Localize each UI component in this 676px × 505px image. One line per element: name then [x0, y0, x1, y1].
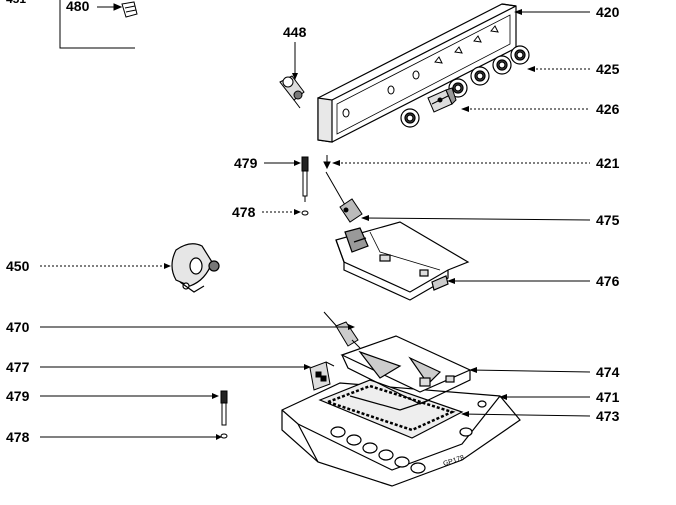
part-475-injector: [325, 171, 363, 223]
part-426-switch: [427, 87, 457, 113]
label-420: 420: [596, 4, 620, 20]
label-450: 450: [6, 258, 30, 274]
part-450-motor: [171, 243, 220, 293]
label-426: 426: [596, 101, 620, 117]
label-421: 421: [596, 155, 620, 171]
part-474-cover-plate: [340, 335, 472, 405]
part-477-bracket: [309, 361, 335, 391]
label-479-lower: 479: [6, 388, 30, 404]
label-480: 480: [66, 0, 90, 14]
label-448: 448: [283, 24, 307, 40]
part-476-burner-tray: [335, 221, 470, 301]
label-425: 425: [596, 61, 620, 77]
label-475: 475: [596, 212, 620, 228]
label-478-lower: 478: [6, 429, 30, 445]
label-473: 473: [596, 408, 620, 424]
part-425-knobs: [400, 45, 530, 128]
part-labels: 448 420 425 426 479 421 478 475 450 476 …: [6, 4, 620, 445]
label-470: 470: [6, 319, 30, 335]
label-451: 451: [6, 0, 26, 6]
leader-arrowheads: [164, 9, 535, 440]
part-448-sensor: [279, 75, 305, 109]
part-473-burner-frame: [318, 379, 464, 439]
part-480-small-cap: [121, 1, 138, 18]
part-470-electrode: [323, 311, 361, 349]
label-474: 474: [596, 364, 620, 380]
part-479-electrode-upper: [301, 156, 309, 202]
label-477: 477: [6, 359, 30, 375]
label-471: 471: [596, 389, 620, 405]
panel-knob-holes: [342, 25, 499, 118]
part-478-washer-lower: [220, 433, 228, 439]
part-479-electrode-lower: [220, 390, 228, 426]
leader-480: [97, 3, 123, 11]
label-476: 476: [596, 273, 620, 289]
leader-lines: [40, 11, 591, 438]
part-478-washer-upper: [301, 210, 309, 216]
label-478-upper: 478: [232, 204, 256, 220]
inset-box: [59, 0, 135, 49]
part-421-screw: [323, 155, 331, 170]
label-479-upper: 479: [234, 155, 258, 171]
